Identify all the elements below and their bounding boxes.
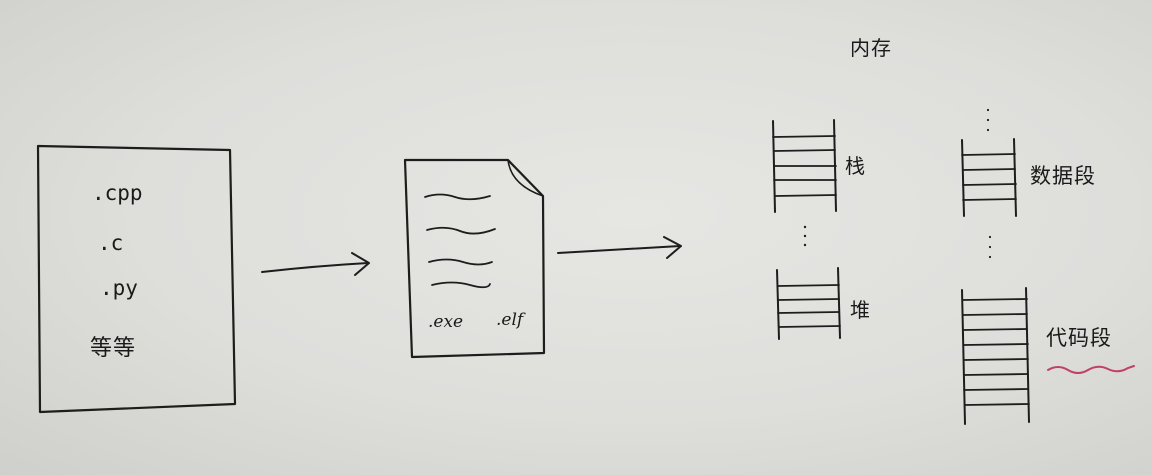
executable-file-icon <box>403 158 546 359</box>
code-segment-underline <box>1047 365 1135 374</box>
heap-label: 堆 <box>850 298 871 322</box>
data-segment-label: 数据段 <box>1030 164 1096 188</box>
source-ext-cpp: .cpp <box>92 181 143 205</box>
source-ext-py: .py <box>100 276 138 300</box>
stack-heap-gap-dots <box>803 225 807 247</box>
arrow-compile <box>261 252 370 276</box>
arrow-load <box>557 236 682 259</box>
stack-segment-box <box>772 119 837 213</box>
source-etc-label: 等等 <box>90 336 137 361</box>
binary-format-elf: .elf <box>496 310 524 330</box>
code-segment-box <box>961 287 1030 425</box>
heap-segment-box <box>776 267 841 340</box>
code-segment-label: 代码段 <box>1046 326 1112 350</box>
file-content-scribbles <box>424 193 496 289</box>
binary-format-exe: .exe <box>428 312 464 332</box>
source-file-box <box>36 144 237 414</box>
source-ext-c: .c <box>98 231 124 255</box>
memory-title: 内存 <box>850 36 892 60</box>
stack-label: 栈 <box>845 154 866 178</box>
data-segment-box <box>961 108 1017 259</box>
